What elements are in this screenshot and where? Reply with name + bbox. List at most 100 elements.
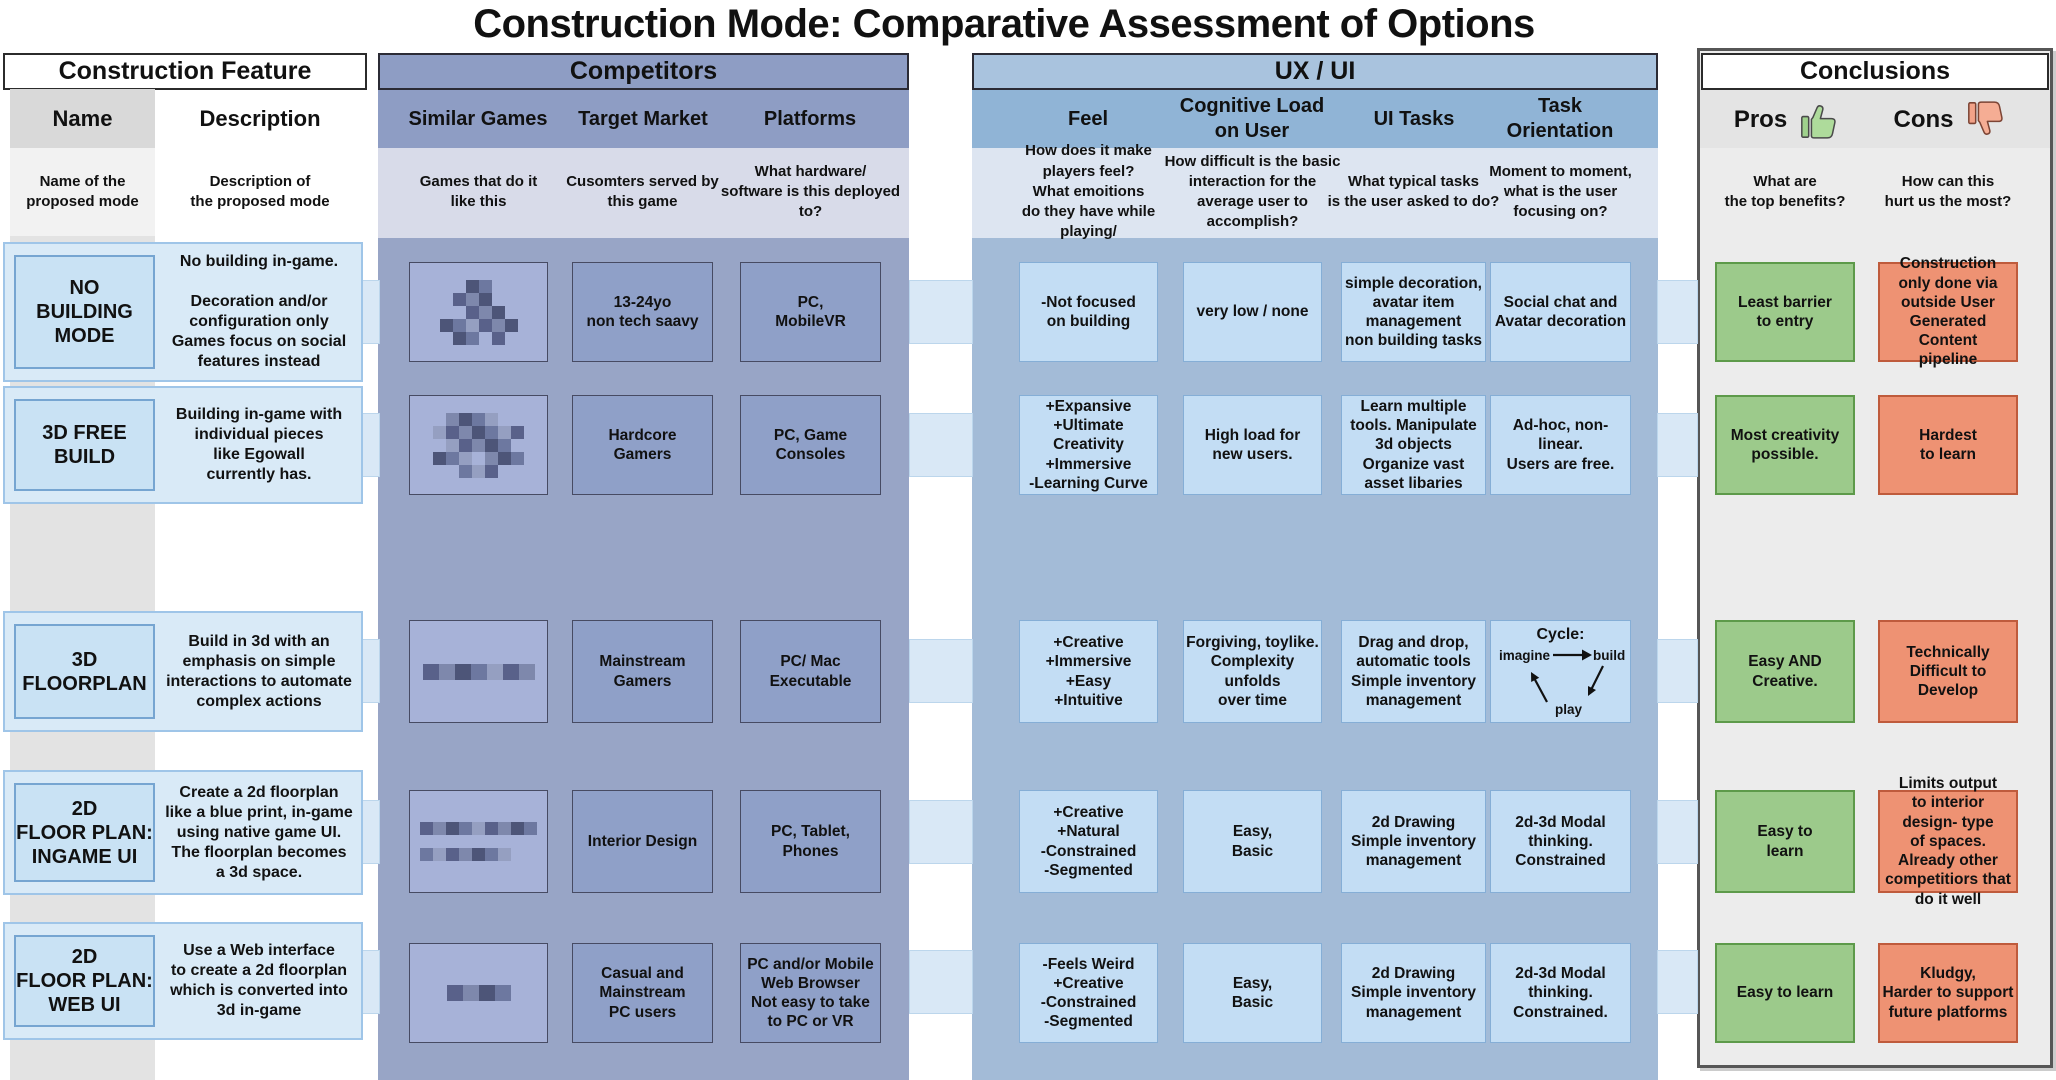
name-column-subheader: Name of the proposed mode xyxy=(10,148,155,236)
conclusions-panel xyxy=(1697,48,2053,1068)
similar-game-logo-cell xyxy=(409,395,548,495)
feature-description: Create a 2d floorplan like a blue print,… xyxy=(165,783,353,881)
description-column-header: Description xyxy=(158,89,362,148)
cons-cell: Construction only done via outside User … xyxy=(1878,255,2018,368)
target-market-cell: 13-24yo non tech saavy xyxy=(572,262,713,362)
cognitive-load-cell: very low / none xyxy=(1183,262,1322,362)
pros-cell: Easy to learn xyxy=(1715,790,1855,893)
feature-section-header: Construction Feature xyxy=(3,53,367,90)
thumbs-down-icon xyxy=(1967,101,2003,135)
ui-tasks-cell: Learn multiple tools. Manipulate 3d obje… xyxy=(1341,395,1486,495)
row-connector xyxy=(909,800,973,864)
feel-cell: +Expansive +Ultimate Creativity +Immersi… xyxy=(1019,395,1158,495)
pros-cell: Most creativity possible. xyxy=(1715,395,1855,495)
pros-cell: Least barrier to entry xyxy=(1715,262,1855,362)
competitors-section-header-label: Competitors xyxy=(569,57,718,85)
row-connector xyxy=(360,800,380,864)
feel-cell: +Creative +Natural -Constrained -Segment… xyxy=(1019,790,1158,893)
thumbs-up-icon xyxy=(1801,105,1836,139)
cognitive-load-cell: High load for new users. xyxy=(1183,395,1322,495)
task-orientation-column-header: Task Orientation xyxy=(1506,95,1614,142)
cons-subheader: How can this hurt us the most? xyxy=(1884,172,2012,210)
row-connector xyxy=(360,639,380,703)
row-connector xyxy=(1657,413,1698,477)
competitors-subheader-band xyxy=(378,148,909,238)
ui-tasks-subheader: What typical tasks is the user asked to … xyxy=(1327,172,1500,210)
cognitive-load-cell: Easy, Basic xyxy=(1183,943,1322,1043)
target-market-cell: Casual and Mainstream PC users xyxy=(572,943,713,1043)
pros-subheader: What are the top benefits? xyxy=(1724,172,1846,210)
similar-game-logo-cell xyxy=(409,790,548,893)
feel-cell: +Creative +Immersive +Easy +Intuitive xyxy=(1019,620,1158,723)
row-connector xyxy=(909,280,973,344)
ux-ui-section-header: UX / UI xyxy=(972,53,1658,90)
feel-subheader: How does it make players feel? What emoi… xyxy=(1021,142,1156,241)
target-market-cell: Interior Design xyxy=(572,790,713,893)
task-orientation-cell: 2d-3d Modal thinking. Constrained. xyxy=(1490,943,1631,1043)
page-title: Construction Mode: Comparative Assessmen… xyxy=(473,2,1535,46)
ux-ui-section-header-label: UX / UI xyxy=(1274,57,1356,85)
name-column-header: Name xyxy=(10,89,155,148)
row-connector xyxy=(360,950,380,1014)
target-market-cell: Hardcore Gamers xyxy=(572,395,713,495)
pixelated-logo-image xyxy=(439,279,518,345)
feature-description: Build in 3d with an emphasis on simple i… xyxy=(166,632,352,710)
ux-ui-header-band xyxy=(972,89,1658,148)
similar-game-logo-cell xyxy=(409,620,548,723)
row-connector xyxy=(909,639,973,703)
ux-ui-panel xyxy=(972,89,1658,1080)
cons-column-header: Cons xyxy=(1868,92,2033,148)
cognitive-load-column-header: Cognitive Load on User xyxy=(1179,95,1325,142)
ui-tasks-cell: Drag and drop, automatic tools Simple in… xyxy=(1341,620,1486,723)
row-connector xyxy=(1657,639,1698,703)
similar-game-logo-cell xyxy=(409,262,548,362)
cycle-node-play: play xyxy=(1555,702,1583,717)
feature-description: No building in-game. Decoration and/or c… xyxy=(171,253,347,370)
row-connector xyxy=(360,280,380,344)
row-connector xyxy=(1657,950,1698,1014)
description-column-header-label: Description xyxy=(199,105,321,131)
cognitive-load-subheader: How difficult is the basic interaction f… xyxy=(1164,152,1341,231)
feature-name-cell: 3D FREE BUILD xyxy=(14,399,155,491)
pixelated-logo-image xyxy=(433,412,524,478)
cons-cell: Limits output to interior design- type o… xyxy=(1878,775,2018,908)
feature-section-header-label: Construction Feature xyxy=(58,57,312,85)
similar-games-subheader: Games that do it like this xyxy=(419,172,538,210)
cognitive-load-cell: Forgiving, toylike. Complexity unfolds o… xyxy=(1183,620,1322,723)
ui-tasks-cell: 2d Drawing Simple inventory management xyxy=(1341,790,1486,893)
conclusions-section-header-label: Conclusions xyxy=(1799,57,1950,85)
target-market-cell: Mainstream Gamers xyxy=(572,620,713,723)
platforms-cell: PC and/or Mobile Web Browser Not easy to… xyxy=(740,943,881,1043)
feel-cell: -Feels Weird +Creative -Constrained -Seg… xyxy=(1019,943,1158,1043)
cognitive-load-cell: Easy, Basic xyxy=(1183,790,1322,893)
ux-ui-subheader-band xyxy=(972,148,1658,238)
feature-description: Building in-game with individual pieces … xyxy=(175,406,343,483)
name-column-header-label: Name xyxy=(52,105,113,131)
feature-name-cell: 2D FLOOR PLAN: WEB UI xyxy=(14,935,155,1027)
competitors-header-band xyxy=(378,89,909,148)
description-column-subheader: Description of the proposed mode xyxy=(190,172,330,210)
pixelated-logo-image xyxy=(420,822,537,861)
platforms-cell: PC, MobileVR xyxy=(740,262,881,362)
cycle-node-imagine: imagine xyxy=(1499,648,1551,663)
pros-column-header: Pros xyxy=(1705,92,1870,148)
pros-label: Pros xyxy=(1733,106,1788,133)
task-orientation-subheader: Moment to moment, what is the user focus… xyxy=(1489,162,1632,221)
ui-tasks-cell: simple decoration, avatar item managemen… xyxy=(1341,262,1486,362)
target-market-column-header: Target Market xyxy=(578,107,708,130)
ui-tasks-cell: 2d Drawing Simple inventory management xyxy=(1341,943,1486,1043)
feel-cell: -Not focused on building xyxy=(1019,262,1158,362)
conclusions-section-header: Conclusions xyxy=(1701,53,2049,90)
feature-name-cell: 3D FLOORPLAN xyxy=(14,624,155,719)
similar-games-column-header: Similar Games xyxy=(408,107,548,130)
task-orientation-cell: Ad-hoc, non- linear. Users are free. xyxy=(1490,395,1631,495)
platforms-cell: PC, Tablet, Phones xyxy=(740,790,881,893)
platforms-subheader: What hardware/ software is this deployed… xyxy=(720,162,901,221)
competitors-panel xyxy=(378,89,909,1080)
pros-cell: Easy to learn xyxy=(1715,943,1855,1043)
row-connector xyxy=(1657,280,1698,344)
competitors-section-header: Competitors xyxy=(378,53,909,90)
cons-cell: Hardest to learn xyxy=(1878,395,2018,495)
